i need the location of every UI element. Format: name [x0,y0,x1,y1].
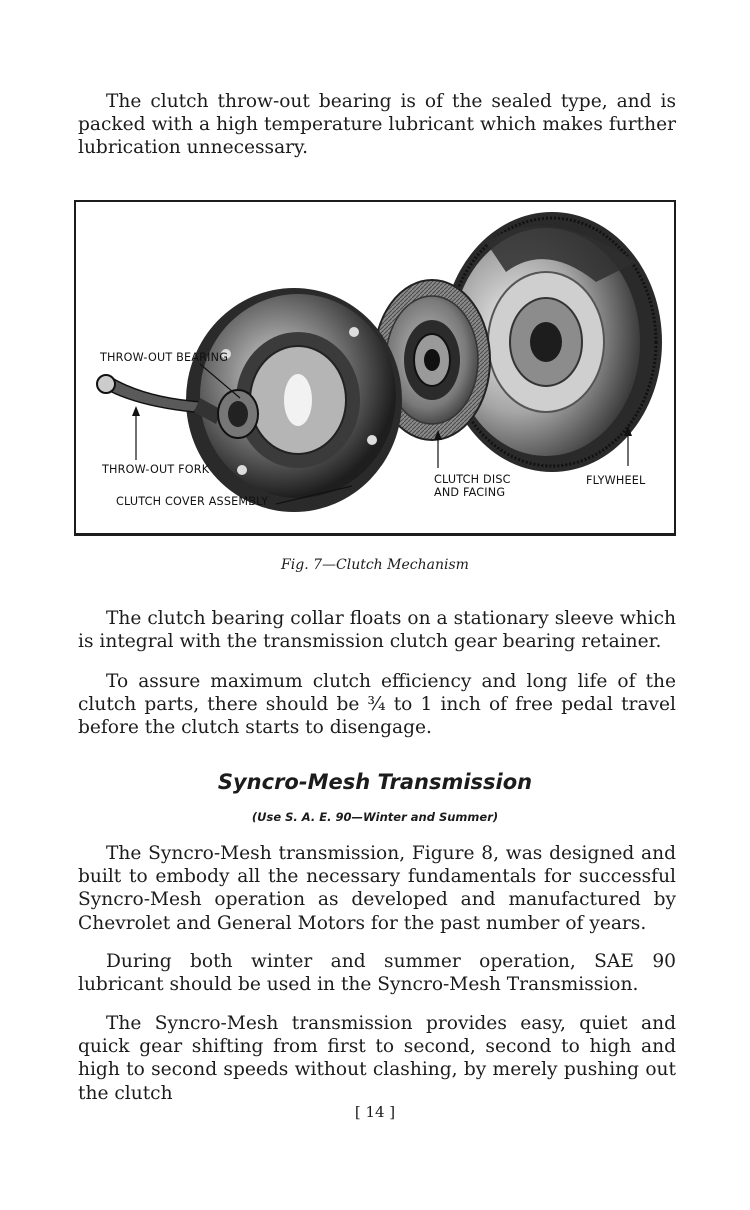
clutch-cover-shape [186,288,402,512]
paragraph-throwout-bearing: The clutch throw-out bearing is of the s… [78,91,676,159]
label-throwout-fork: THROW-OUT FORK [102,463,210,476]
label-flywheel: FLYWHEEL [586,474,646,487]
label-throwout-bearing: THROW-OUT BEARING [100,351,229,364]
clutch-disc-shape [373,279,491,441]
clutch-illustration [96,212,662,512]
figure-clutch-mechanism: THROW-OUT BEARING THROW-OUT FORK CLUTCH … [74,200,676,536]
paragraph-lubricant: During both winter and summer operation,… [78,951,676,996]
page-number: [ 14 ] [354,1103,396,1121]
leader-arrowheads [132,406,632,440]
paragraph-bearing-collar: The clutch bearing collar floats on a st… [78,608,676,653]
section-heading: Syncro-Mesh Transmission [217,770,533,794]
label-clutch-cover-assembly: CLUTCH COVER ASSEMBLY [116,495,269,508]
section-subheading: (Use S. A. E. 90—Winter and Summer) [251,810,499,824]
paragraph-syncromesh-design: The Syncro-Mesh transmission, Figure 8, … [78,843,676,934]
label-clutch-disc-line2: AND FACING [434,486,506,499]
paragraph-gear-shifting: The Syncro-Mesh transmission provides ea… [78,1013,676,1104]
paragraph-pedal-travel: To assure maximum clutch efficiency and … [78,671,676,739]
figure-caption: Fig. 7—Clutch Mechanism [281,557,469,573]
throwout-fork-shape [96,374,222,424]
throwout-bearing-shape [217,389,259,439]
label-clutch-disc-line1: CLUTCH DISC [434,473,511,486]
flywheel-shape [442,212,662,472]
